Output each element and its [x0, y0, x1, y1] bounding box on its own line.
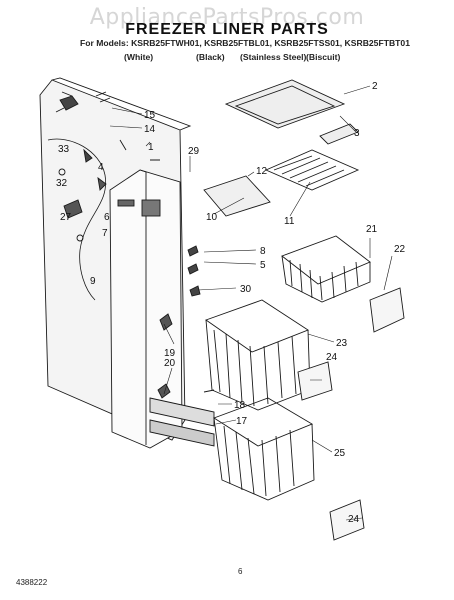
callout-12: 12: [256, 166, 268, 177]
callout-33: 33: [58, 144, 70, 155]
callout-5: 5: [260, 260, 266, 271]
callout-3: 3: [354, 128, 360, 139]
wire-baskets: [205, 235, 405, 541]
finish-stainless: (Stainless Steel): [240, 52, 307, 62]
document-number: 4388222: [16, 578, 48, 587]
callout-23: 23: [336, 338, 348, 349]
callout-18: 18: [234, 400, 246, 411]
callout-24-upper: 24: [326, 352, 338, 363]
finish-biscuit: (Biscuit): [306, 52, 341, 62]
small-parts: [59, 91, 215, 447]
callout-22: 22: [394, 244, 406, 255]
callout-29: 29: [188, 146, 200, 157]
callout-17: 17: [236, 416, 248, 427]
callout-19: 19: [164, 348, 176, 359]
leader-lines: [109, 85, 393, 521]
callout-25: 25: [334, 448, 346, 459]
callout-27: 27: [60, 212, 72, 223]
callout-30: 30: [240, 284, 252, 295]
callout-8: 8: [260, 246, 266, 257]
callout-11: 11: [284, 216, 295, 227]
site-name: AppliancePartsPros.com: [89, 4, 365, 30]
callout-7: 7: [102, 228, 108, 239]
callout-6: 6: [104, 212, 110, 223]
side-panel: [109, 169, 183, 449]
finish-white: (White): [124, 52, 154, 62]
models-line: For Models: KSRB25FTWH01, KSRB25FTBL01, …: [80, 38, 410, 48]
callout-10: 10: [206, 212, 218, 223]
callout-9: 9: [90, 276, 96, 287]
callout-4: 4: [98, 162, 104, 173]
callout-20: 20: [164, 358, 176, 369]
callout-15: 15: [144, 110, 156, 121]
callout-2: 2: [372, 81, 378, 92]
site-watermark: AppliancePartsPros.com: [0, 0, 454, 34]
callout-14: 14: [144, 124, 156, 135]
wire-shelves: [203, 79, 360, 217]
callout-21: 21: [366, 224, 378, 235]
callout-1: 1: [148, 142, 154, 153]
finish-black: (Black): [196, 52, 225, 62]
sheet-title: FREEZER LINER PARTS: [125, 21, 329, 38]
page-number: 6: [238, 567, 243, 576]
callout-24-lower: 24: [348, 514, 360, 525]
callout-32: 32: [56, 178, 68, 189]
